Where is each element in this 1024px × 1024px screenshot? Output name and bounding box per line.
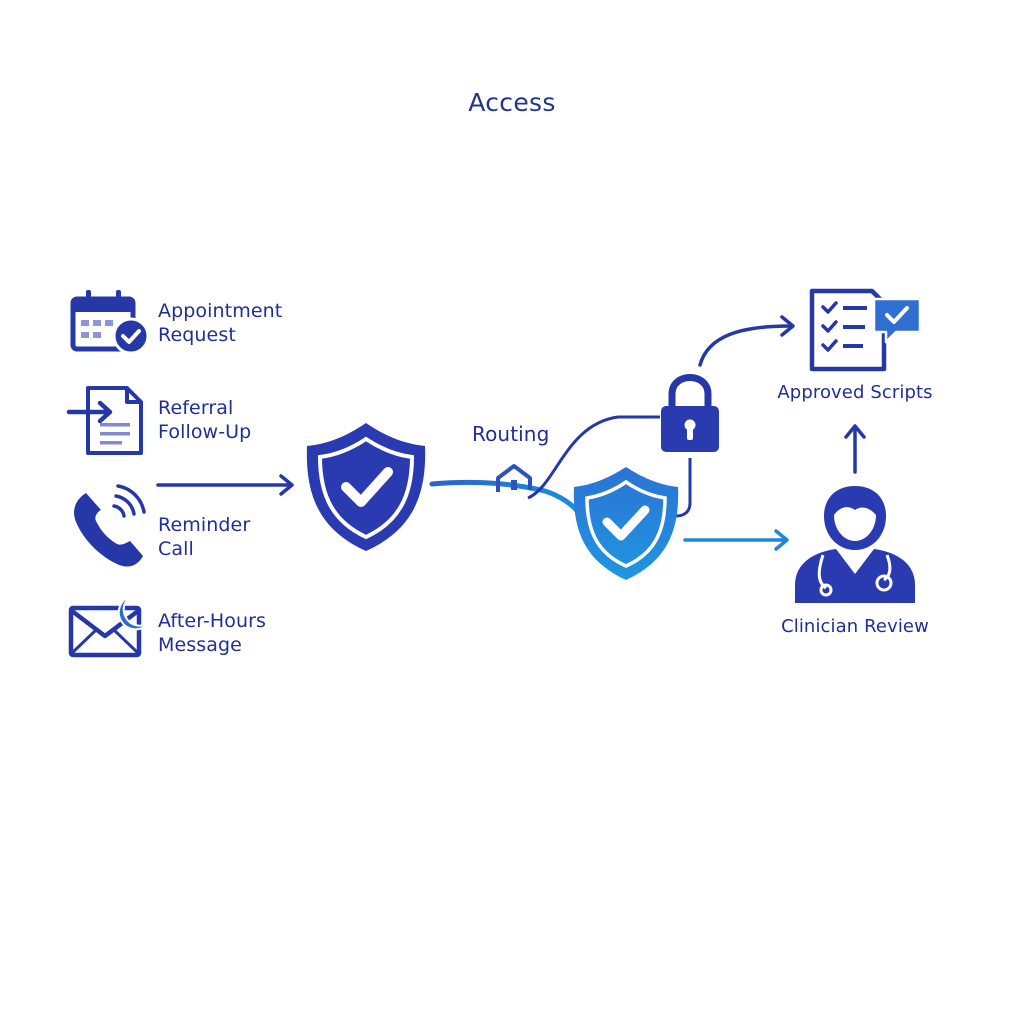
label-line: Follow-Up — [158, 421, 252, 443]
label-line: Reminder — [158, 514, 251, 536]
small-shield-check-icon — [573, 467, 679, 580]
input-label-after-hours-message: After-Hours Message — [158, 609, 266, 657]
scripts-arrow — [698, 315, 795, 367]
input-arrow — [156, 474, 294, 496]
input-label-referral-follow-up: Referral Follow-Up — [158, 396, 251, 444]
input-label-appointment-request: Appointment Request — [158, 299, 282, 347]
diagram-title: Access — [468, 88, 556, 117]
shield-check-icon — [306, 423, 426, 551]
lock-connector — [527, 415, 692, 518]
label-line: Call — [158, 538, 194, 560]
label-line: Appointment — [158, 300, 283, 322]
envelope-moon-icon — [68, 595, 150, 658]
document-arrow-icon — [66, 386, 143, 455]
routing-label: Routing — [472, 422, 550, 446]
up-arrow — [844, 424, 866, 474]
clinician-arrow — [683, 529, 789, 551]
lock-icon — [661, 374, 719, 452]
label-line: Message — [158, 634, 242, 656]
label-line: Referral — [158, 397, 234, 419]
checklist-icon — [809, 288, 922, 372]
phone-icon — [74, 484, 146, 567]
approved-scripts-label: Approved Scripts — [777, 382, 933, 403]
clinician-review-label: Clinician Review — [781, 616, 929, 637]
label-line: After-Hours — [158, 610, 267, 632]
clinician-icon — [795, 486, 915, 603]
calendar-check-icon — [70, 290, 150, 355]
routing-path — [429, 464, 581, 515]
label-line: Request — [158, 324, 236, 346]
input-label-reminder-call: Reminder Call — [158, 513, 250, 561]
